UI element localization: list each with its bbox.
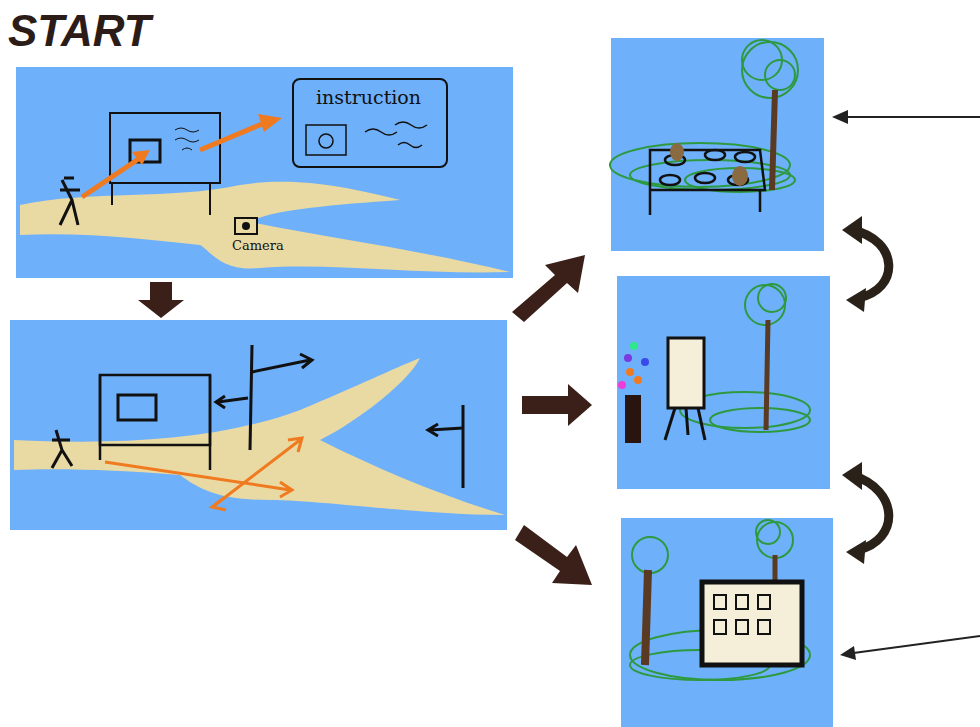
scene-panel — [16, 67, 513, 278]
paint-easel — [625, 338, 705, 443]
grass-scribble — [630, 520, 810, 680]
game-piece — [732, 166, 748, 186]
route-arrows — [105, 438, 302, 510]
scene-panel — [617, 276, 830, 489]
person-figure — [60, 178, 80, 225]
scene-panel — [10, 320, 507, 530]
camera-label: Camera — [232, 238, 284, 253]
paint-dot — [624, 354, 632, 362]
instruction-card: instruction — [292, 78, 448, 168]
flow-arrow — [512, 255, 592, 585]
card-heading: instruction — [316, 86, 421, 108]
arrow-head — [842, 216, 866, 564]
game-piece — [670, 143, 684, 161]
scene-panel — [611, 38, 824, 251]
cycle-arrow — [852, 230, 889, 550]
link-arrow — [200, 124, 262, 150]
game-table — [650, 150, 765, 215]
flow-arrow — [138, 282, 184, 318]
photo-board — [702, 582, 802, 665]
page-title: START — [8, 6, 151, 56]
path-ground — [20, 182, 510, 273]
entry-arrow — [836, 117, 980, 654]
arrow-head — [840, 646, 856, 660]
tree-trunk — [772, 90, 775, 190]
paint-dot — [630, 342, 638, 350]
arrow-head — [258, 114, 282, 132]
grass-scribble — [610, 40, 798, 192]
arrow-head — [132, 150, 150, 165]
billboard — [110, 113, 220, 215]
paint-dot — [641, 358, 649, 366]
camera-symbol — [235, 218, 257, 234]
billboard — [100, 375, 210, 470]
paint-dot — [626, 368, 634, 376]
signpost — [216, 345, 463, 488]
person-figure — [52, 430, 72, 468]
paint-dot — [634, 376, 642, 384]
path-ground — [14, 358, 505, 515]
scene-panel — [621, 518, 833, 727]
gaze-arrow — [82, 158, 140, 197]
arrow-head — [832, 110, 848, 124]
tree-trunk — [645, 570, 648, 665]
instruction-sketch — [306, 122, 427, 155]
tree-trunk — [766, 320, 768, 430]
paint-dot — [618, 381, 626, 389]
